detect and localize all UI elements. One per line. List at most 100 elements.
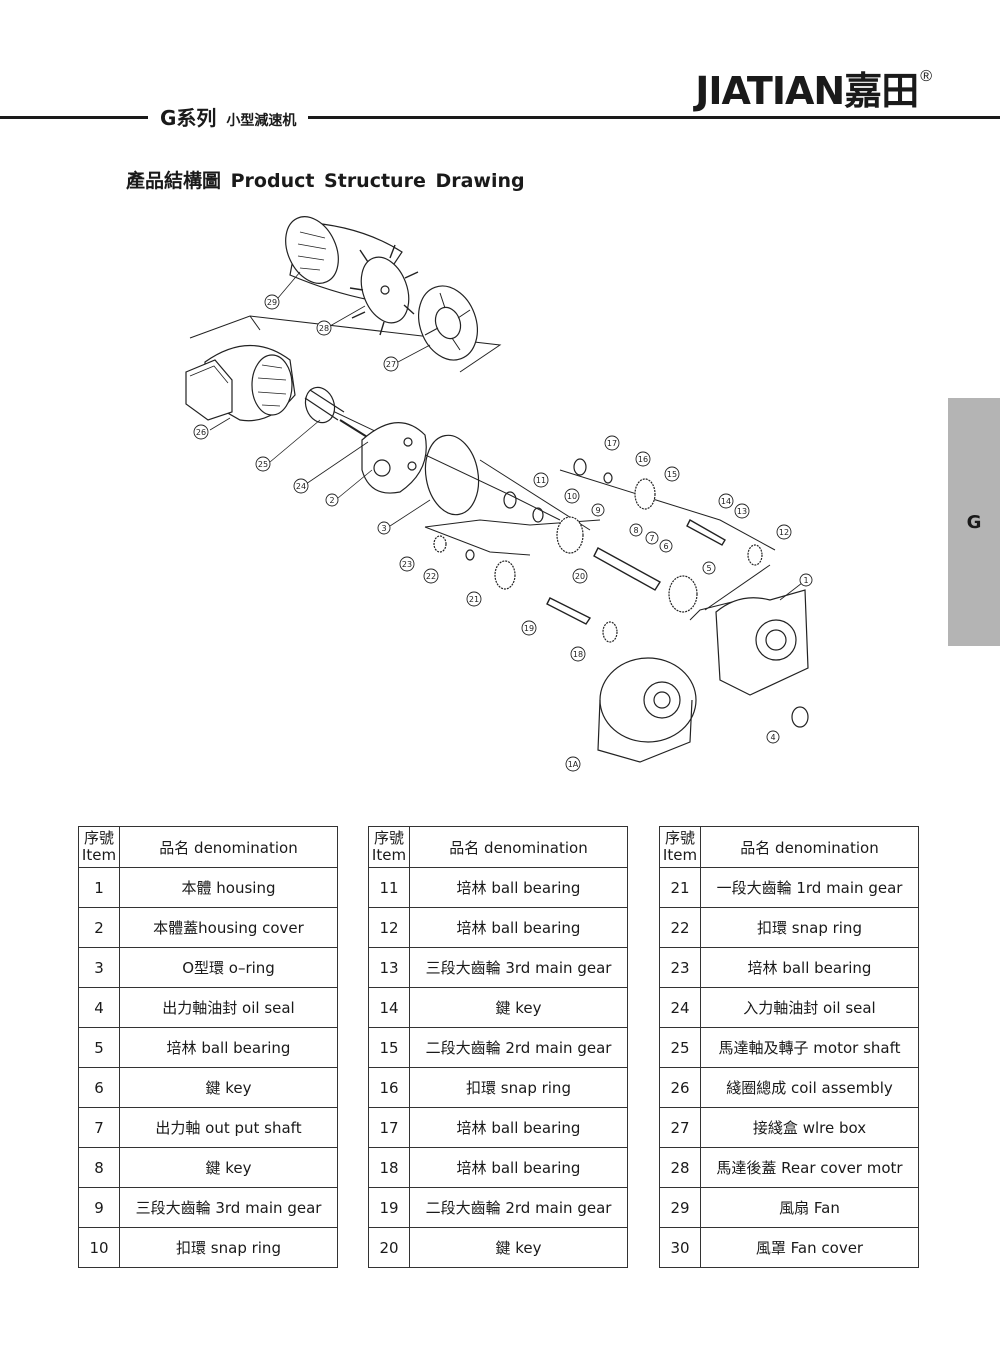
item-number: 12: [368, 907, 410, 948]
item-number: 25: [659, 1027, 701, 1068]
callout-label: 26: [196, 428, 206, 437]
item-number: 16: [368, 1067, 410, 1108]
item-number: 7: [78, 1107, 120, 1148]
item-number: 8: [78, 1147, 120, 1188]
item-number: 27: [659, 1107, 701, 1148]
item-number: 11: [368, 867, 410, 908]
callout-label: 21: [469, 595, 479, 604]
item-number: 5: [78, 1027, 120, 1068]
item-denomination: 一段大齒輪 1rd main gear: [700, 867, 919, 908]
item-number: 21: [659, 867, 701, 908]
item-denomination: 馬達後蓋 Rear cover motr: [700, 1147, 919, 1188]
item-denomination: 入力軸油封 oil seal: [700, 987, 919, 1028]
item-denomination: 綫圈總成 coil assembly: [700, 1067, 919, 1108]
column-header-item-en: Item: [81, 846, 117, 864]
callout-14: 14: [718, 493, 734, 509]
callout-label: 22: [426, 572, 436, 581]
callout-label: 14: [721, 497, 731, 506]
callout-22: 22: [423, 568, 439, 584]
callout-11: 11: [533, 472, 549, 488]
column-header-name: 品名 denomination: [700, 826, 919, 868]
callout-label: 20: [575, 572, 585, 581]
callout-15: 15: [664, 466, 680, 482]
callout-29: 29: [264, 294, 280, 310]
column-header-name: 品名 denomination: [119, 826, 338, 868]
item-number: 14: [368, 987, 410, 1028]
callout-4: 4: [766, 730, 780, 744]
callout-label: 16: [638, 455, 648, 464]
item-number: 23: [659, 947, 701, 988]
item-denomination: 本體 housing: [119, 867, 338, 908]
callout-label: 17: [607, 439, 617, 448]
rotor-part: [304, 386, 373, 441]
item-number: 4: [78, 987, 120, 1028]
coil-assembly-part: [185, 344, 296, 422]
item-denomination: 三段大齒輪 3rd main gear: [409, 947, 628, 988]
item-number: 24: [659, 987, 701, 1028]
item-number: 18: [368, 1147, 410, 1188]
callout-label: 8: [633, 526, 638, 535]
callout-label: 10: [567, 492, 577, 501]
item-denomination: 鍵 key: [119, 1147, 338, 1188]
item-number: 22: [659, 907, 701, 948]
item-denomination: 三段大齒輪 3rd main gear: [119, 1187, 338, 1228]
item-denomination: 培林 ball bearing: [409, 1107, 628, 1148]
callout-28: 28: [316, 320, 332, 336]
item-number: 13: [368, 947, 410, 988]
header-rule: [0, 116, 1000, 119]
callout-5: 5: [702, 561, 716, 575]
item-number: 17: [368, 1107, 410, 1148]
callout-24: 24: [293, 478, 309, 494]
item-number: 3: [78, 947, 120, 988]
item-number: 9: [78, 1187, 120, 1228]
callout-label: 6: [663, 542, 668, 551]
callout-label: 5: [706, 564, 711, 573]
callout-3: 3: [377, 521, 391, 535]
callout-label: 23: [402, 560, 412, 569]
callout-label: 15: [667, 470, 677, 479]
section-title: 產品結構圖 Product Structure Drawing: [126, 170, 525, 192]
item-number: 29: [659, 1187, 701, 1228]
item-denomination: 鍵 key: [409, 987, 628, 1028]
item-number: 6: [78, 1067, 120, 1108]
column-header-name: 品名 denomination: [409, 826, 628, 868]
callout-label: 12: [779, 528, 789, 537]
side-tab-label: G: [966, 511, 982, 533]
callout-label: 29: [267, 298, 277, 307]
callout-27: 27: [383, 356, 399, 372]
callout-label: 2: [329, 496, 334, 505]
brand-name: JIATIAN嘉田: [695, 69, 919, 113]
callout-label: 18: [573, 650, 583, 659]
callout-20: 20: [572, 568, 588, 584]
o-ring-part: [424, 434, 480, 516]
side-tab[interactable]: G: [948, 398, 1000, 646]
housing-cover-part: [361, 422, 427, 494]
callout-label: 1: [803, 576, 808, 585]
item-denomination: 馬達軸及轉子 motor shaft: [700, 1027, 919, 1068]
